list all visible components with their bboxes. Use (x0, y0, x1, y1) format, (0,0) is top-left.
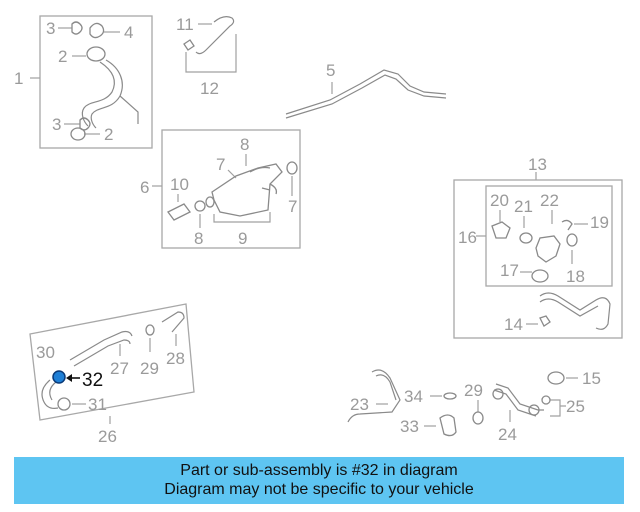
banner-line-2: Diagram may not be specific to your vehi… (164, 481, 474, 498)
fitting-part-22 (561, 219, 573, 231)
callout-6: 6 (140, 178, 149, 197)
hose-part-28 (161, 311, 185, 333)
callout-8-top: 8 (240, 135, 249, 154)
callout-12: 12 (200, 79, 219, 98)
callout-20: 20 (490, 191, 509, 210)
fitting-part-10 (167, 203, 191, 221)
coolant-pipe-part-14 (539, 292, 611, 330)
info-banner: Part or sub-assembly is #32 in diagram D… (14, 457, 624, 504)
clamp-part-2-bottom (70, 127, 86, 141)
callout-15: 15 (582, 369, 601, 388)
group-12: 11 12 (176, 15, 237, 98)
hose-part-30 (41, 379, 59, 409)
group-1: 1 3 4 2 3 2 (14, 15, 153, 149)
coolant-pipe-part-5 (285, 69, 447, 115)
callout-5: 5 (326, 61, 335, 80)
callout-10: 10 (170, 175, 189, 194)
oring-part-8 (194, 200, 206, 212)
callout-23: 23 (350, 395, 369, 414)
oring-part-21 (519, 232, 533, 244)
callout-34: 34 (404, 387, 423, 406)
callout-22: 22 (540, 191, 559, 210)
bracket-part-12 (183, 39, 195, 51)
oring-part-7 (286, 161, 298, 175)
callout-25: 25 (566, 397, 585, 416)
callout-16: 16 (458, 228, 477, 247)
callout-32: 32 (82, 370, 103, 391)
pipe-part-24 (495, 383, 544, 411)
group-bottom-right: 23 34 33 29 24 15 25 (347, 369, 601, 444)
group-1-box (39, 15, 153, 149)
callout-2-top: 2 (58, 47, 67, 66)
callout-8-bottom: 8 (194, 229, 203, 248)
group-6-box (161, 129, 301, 249)
callout-1: 1 (14, 69, 23, 88)
thermostat-housing (535, 235, 561, 263)
callout-31: 31 (88, 395, 107, 414)
callout-11: 11 (176, 15, 194, 34)
hose-part-27 (69, 330, 133, 361)
gasket-part-20 (491, 221, 511, 239)
clamp-part-31 (57, 397, 71, 411)
callout-7-left: 7 (216, 155, 225, 174)
group-5: 5 (285, 61, 447, 119)
callout-2-bottom: 2 (104, 125, 113, 144)
callout-29-right: 29 (464, 381, 483, 400)
callout-33: 33 (400, 417, 419, 436)
callout-3-bottom: 3 (52, 115, 61, 134)
banner-line-1: Part or sub-assembly is #32 in diagram (180, 462, 458, 479)
oring-part-29-right (472, 411, 484, 425)
pipe-part-23 (347, 369, 401, 423)
callout-7-right: 7 (288, 197, 297, 216)
callout-3-top: 3 (46, 19, 55, 38)
clamp-part-2-top (86, 46, 106, 62)
callout-17: 17 (500, 261, 519, 280)
callout-4: 4 (124, 23, 133, 42)
oring-part-29 (145, 324, 155, 336)
fitting-part-33 (439, 414, 457, 437)
fitting-part-4 (89, 22, 105, 39)
clamp-part-32-highlight[interactable] (52, 370, 66, 384)
fitting-part-15 (547, 371, 565, 385)
group-26: 26 30 27 29 28 32 31 (29, 303, 195, 446)
callout-27: 27 (110, 359, 129, 378)
hose-part-11 (195, 16, 235, 55)
oring-part-18 (566, 233, 578, 247)
thermostat-part-17 (531, 269, 549, 283)
callout-30: 30 (36, 343, 55, 362)
parts-diagram: 1 3 4 2 3 2 11 12 5 (14, 15, 623, 446)
callout-29-left: 29 (140, 359, 159, 378)
callout-14: 14 (504, 315, 523, 334)
group-13-box (453, 179, 623, 339)
coolant-hose-1 (81, 61, 115, 127)
group-6: 6 8 7 7 10 8 9 (140, 129, 301, 249)
callout-24: 24 (498, 425, 517, 444)
callout-28: 28 (166, 349, 185, 368)
oring-part-34 (443, 392, 457, 400)
callout-9: 9 (238, 229, 247, 248)
group-13: 13 16 20 21 22 19 18 17 14 (453, 155, 623, 339)
group-26-box (29, 303, 195, 421)
clamp-part-3-top (71, 21, 83, 35)
callout-26: 26 (98, 427, 117, 446)
callout-13: 13 (528, 155, 547, 174)
callout-21: 21 (514, 197, 533, 216)
callout-19: 19 (590, 213, 609, 232)
callout-18: 18 (566, 267, 585, 286)
